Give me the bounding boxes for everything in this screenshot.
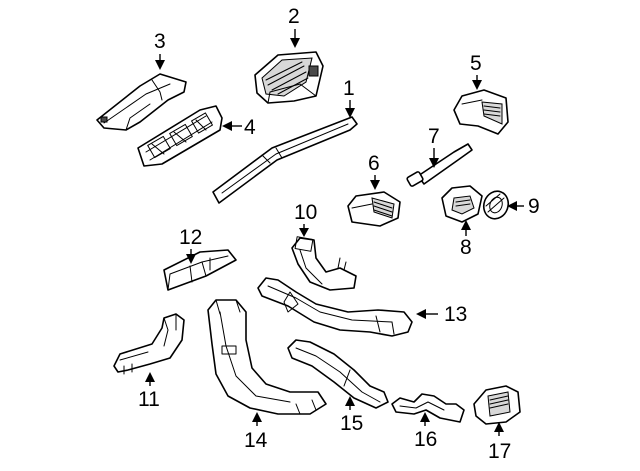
part-9-ring[interactable] <box>480 188 512 223</box>
svg-text:16: 16 <box>414 428 437 451</box>
part-6-small-vent[interactable] <box>347 191 401 227</box>
part-10-duct-elbow[interactable] <box>291 236 357 291</box>
part-2-center-vent[interactable] <box>254 51 324 104</box>
callout-17: 17 <box>488 422 511 463</box>
part-7-hose[interactable] <box>406 143 473 187</box>
callout-4: 4 <box>222 116 256 139</box>
svg-text:3: 3 <box>154 30 166 53</box>
svg-text:10: 10 <box>294 201 317 224</box>
callout-14: 14 <box>244 412 268 452</box>
svg-text:9: 9 <box>528 195 540 218</box>
svg-text:6: 6 <box>368 152 380 175</box>
part-13-rear-duct[interactable] <box>257 277 413 337</box>
part-12-connector[interactable] <box>163 249 237 291</box>
callout-16: 16 <box>414 412 437 451</box>
svg-text:17: 17 <box>488 440 511 463</box>
callout-11: 11 <box>138 372 160 411</box>
callout-1: 1 <box>343 77 355 118</box>
callout-5: 5 <box>470 52 482 90</box>
callout-10: 10 <box>294 201 317 237</box>
svg-text:12: 12 <box>179 226 202 249</box>
part-1-defroster-duct[interactable] <box>212 116 358 204</box>
callout-2: 2 <box>288 5 300 48</box>
callout-15: 15 <box>340 396 363 435</box>
part-5-side-vent[interactable] <box>453 89 509 135</box>
part-15-mid-duct[interactable] <box>287 339 389 409</box>
part-3-vent-housing[interactable] <box>96 73 187 131</box>
callout-3: 3 <box>154 30 166 70</box>
callout-13: 13 <box>416 303 467 326</box>
part-17-rear-vent[interactable] <box>473 385 521 425</box>
svg-text:1: 1 <box>343 77 355 100</box>
part-4-vent-grille[interactable] <box>137 105 223 167</box>
svg-text:15: 15 <box>340 412 363 435</box>
svg-text:8: 8 <box>460 236 472 259</box>
svg-text:7: 7 <box>428 125 440 148</box>
callout-6: 6 <box>368 152 380 190</box>
part-14-large-duct[interactable] <box>207 299 327 415</box>
callout-12: 12 <box>179 226 202 264</box>
svg-text:13: 13 <box>444 303 467 326</box>
part-8-bezel[interactable] <box>441 185 483 223</box>
svg-text:14: 14 <box>244 429 268 452</box>
svg-text:2: 2 <box>288 5 300 28</box>
svg-text:4: 4 <box>244 116 256 139</box>
svg-text:5: 5 <box>470 52 482 75</box>
part-16-connector-duct[interactable] <box>391 393 465 423</box>
callout-9: 9 <box>507 195 540 218</box>
svg-text:11: 11 <box>138 388 160 411</box>
part-11-floor-duct[interactable] <box>113 313 185 375</box>
callout-7: 7 <box>428 125 440 168</box>
callout-8: 8 <box>460 220 472 259</box>
